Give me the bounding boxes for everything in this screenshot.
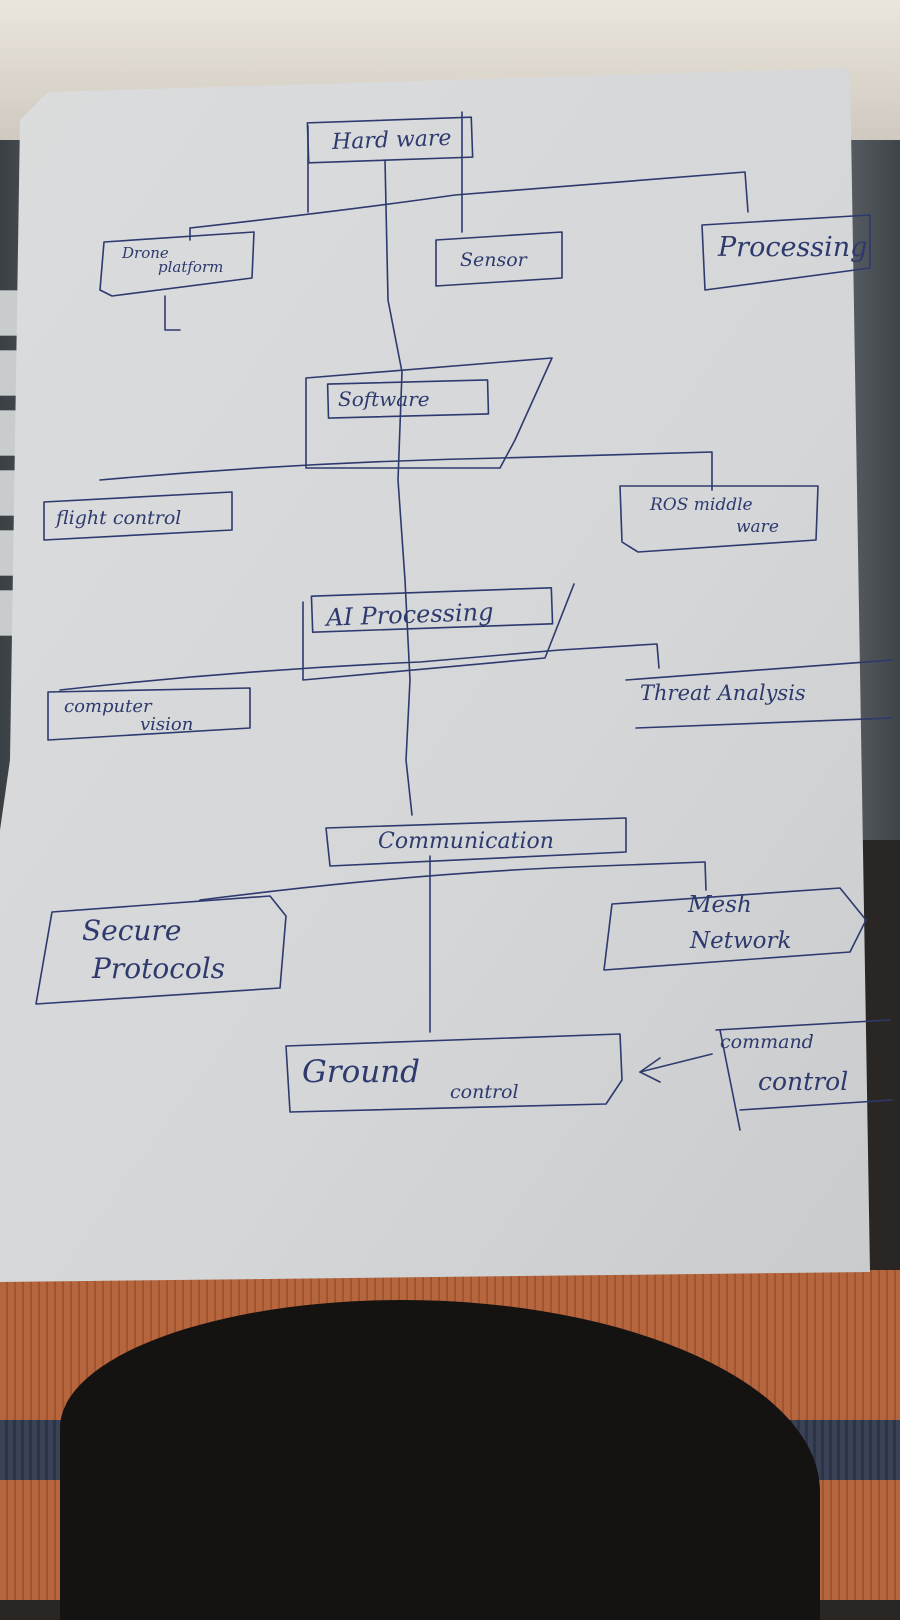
software-frame [305, 357, 553, 469]
node-ros-middleware-line2: ware [736, 517, 779, 537]
main-spine-line [384, 159, 413, 816]
node-sensor: Sensor [460, 249, 529, 271]
ground-control-box [285, 1033, 623, 1113]
drone-platform-tail [164, 295, 181, 331]
flight-control-box [43, 491, 233, 541]
node-mesh-network-line1: Mesh [687, 892, 752, 918]
command-control-underline [739, 1099, 893, 1111]
node-drone-platform-line2: platform [158, 258, 223, 276]
computer-vision-box [47, 687, 251, 741]
ai-processing-box [310, 587, 554, 633]
ai-branch-line [59, 643, 660, 691]
ros-middleware-box [619, 485, 819, 553]
node-computer-vision-line1: computer [64, 696, 153, 717]
node-command-control-line2: control [758, 1067, 848, 1096]
software-box [326, 379, 490, 419]
node-processing: Processing [717, 232, 867, 263]
node-ground-control-line1: Ground [302, 1054, 420, 1090]
ai-processing-frame [302, 583, 575, 681]
node-ros-middleware-line1: ROS middle [649, 495, 753, 515]
node-secure-protocols-line1: Secure [82, 914, 181, 947]
sensor-box [435, 231, 563, 287]
command-control-frame [715, 1019, 891, 1131]
node-threat-analysis: Threat Analysis [640, 681, 806, 705]
node-drone-platform-line1: Drone [121, 244, 169, 262]
node-secure-protocols-line2: Protocols [91, 952, 225, 985]
node-hardware: Hard ware [331, 126, 452, 155]
paper-sheet [0, 68, 870, 1282]
threat-analysis-line [625, 659, 893, 681]
secure-protocols-box [35, 895, 287, 1005]
command-arrow-line [639, 1053, 713, 1073]
node-flight-control: flight control [54, 507, 181, 529]
drone-platform-box [99, 231, 255, 297]
node-ai-processing: AI Processing [324, 598, 494, 632]
node-software: Software [338, 387, 430, 411]
node-communication: Communication [378, 829, 554, 854]
software-branch-line [99, 451, 713, 491]
threat-analysis-underline [635, 717, 893, 729]
node-computer-vision-line2: vision [140, 714, 193, 735]
node-command-control-line1: command [720, 1031, 814, 1053]
command-arrow-head [639, 1057, 661, 1083]
mesh-network-box [603, 887, 867, 971]
node-mesh-network-line2: Network [689, 928, 791, 954]
processing-box [701, 214, 871, 291]
dark-foreground-object [60, 1300, 820, 1620]
communication-box [325, 817, 627, 867]
hardware-branch-line [189, 171, 749, 229]
communication-branch-line [199, 861, 707, 901]
node-ground-control-line2: control [450, 1081, 519, 1103]
